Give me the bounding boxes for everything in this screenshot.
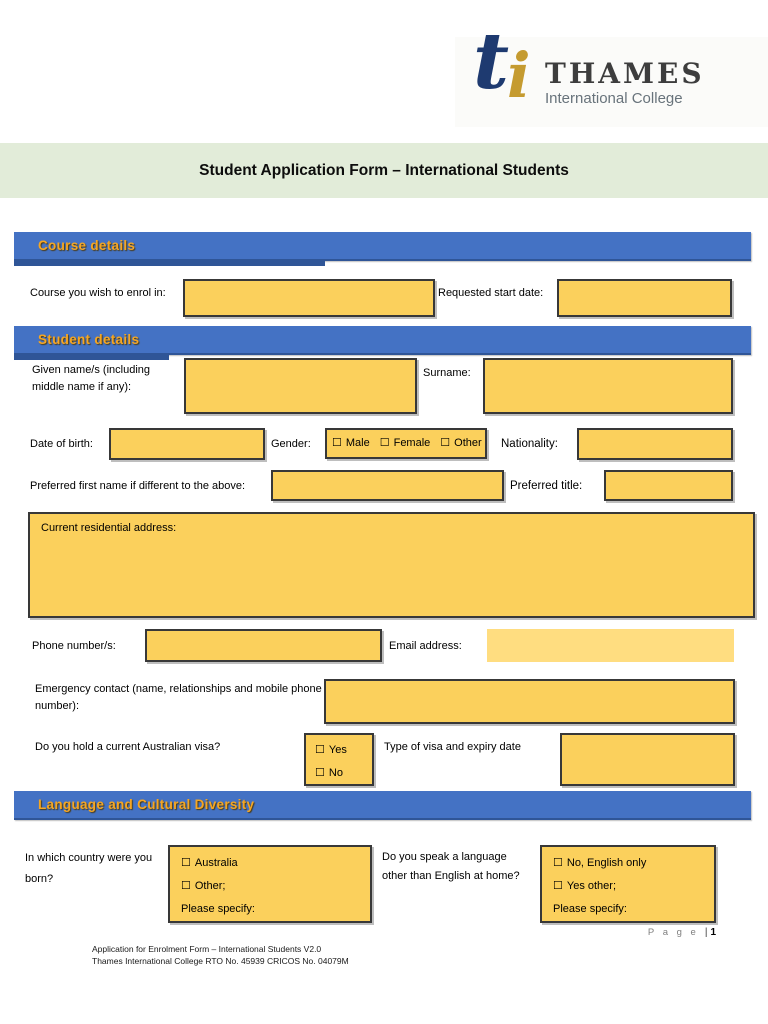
section-label: Language and Cultural Diversity (38, 797, 255, 812)
gender-option-label: Other (454, 437, 482, 449)
pref-title-input[interactable] (604, 470, 733, 501)
course-label: Course you wish to enrol in: (30, 287, 166, 299)
footer-text: Application for Enrolment Form – Interna… (92, 943, 349, 967)
gender-option-label: Male (345, 437, 370, 449)
section-header-course-details: Course details (14, 232, 751, 266)
given-name-input[interactable] (184, 358, 417, 414)
gender-option-label: Female (393, 437, 431, 449)
footer-line-1: Application for Enrolment Form – Interna… (92, 944, 322, 954)
visa-option-label: Yes (328, 744, 347, 756)
section-header-language-diversity: Language and Cultural Diversity (14, 791, 751, 820)
country-option-label: Australia (194, 857, 238, 869)
form-title: Student Application Form – International… (199, 162, 569, 179)
visa-type-input[interactable] (560, 733, 735, 786)
logo-text: THAMES International College (545, 57, 705, 107)
logo-college-name: THAMES (545, 57, 705, 90)
phone-label: Phone number/s: (32, 640, 116, 652)
visa-option: ☐No (315, 762, 363, 785)
surname-label: Surname: (423, 367, 471, 379)
checkbox-icon[interactable]: ☐ (181, 880, 191, 892)
language-options-box: ☐No, English only ☐Yes other; Please spe… (540, 845, 716, 923)
checkbox-icon[interactable]: ☐ (553, 880, 563, 892)
page-number: P a g e |1 (648, 927, 716, 938)
given-name-label: Given name/s (including middle name if a… (32, 364, 151, 393)
footer-line-2: Thames International College RTO No. 459… (92, 956, 349, 966)
section-header-shadow-tab (14, 261, 325, 266)
page-separator: | (704, 927, 708, 938)
dob-input[interactable] (109, 428, 265, 460)
checkbox-icon[interactable]: ☐ (315, 767, 325, 779)
phone-input[interactable] (145, 629, 382, 662)
start-date-label: Requested start date: (438, 287, 544, 299)
country-option: ☐Other; (181, 875, 359, 898)
pref-title-label: Preferred title: (510, 480, 583, 492)
course-input[interactable] (183, 279, 435, 317)
title-banner: Student Application Form – International… (0, 143, 768, 198)
emergency-label: Emergency contact (name, relationships a… (35, 683, 322, 712)
section-header-student-details: Student details (14, 326, 751, 360)
logo-monogram-i-icon: i (507, 39, 531, 112)
language-option: ☐No, English only (553, 852, 703, 875)
language-specify-label: Please specify: (553, 903, 627, 915)
start-date-input[interactable] (557, 279, 732, 317)
address-label: Current residential address: (41, 522, 177, 534)
visa-option: ☐Yes (315, 739, 363, 762)
logo-monogram-t-icon: t (473, 16, 510, 107)
visa-yes-no-box: ☐Yes ☐No (304, 733, 374, 786)
language-option-label: No, English only (566, 857, 647, 869)
checkbox-icon[interactable]: ☐ (440, 437, 451, 449)
nationality-input[interactable] (577, 428, 733, 460)
gender-option: ☐Other (440, 437, 481, 449)
country-option: ☐Australia (181, 852, 359, 875)
language-option-label: Yes other; (566, 880, 617, 892)
logo-college-subtitle: International College (545, 89, 683, 107)
pref-name-label: Preferred first name if different to the… (30, 480, 246, 492)
country-options-box: ☐Australia ☐Other; Please specify: (168, 845, 372, 923)
email-input[interactable] (487, 629, 734, 662)
checkbox-icon[interactable]: ☐ (379, 437, 390, 449)
language-option: ☐Yes other; (553, 875, 703, 898)
visa-question-label: Do you hold a current Australian visa? (35, 741, 221, 753)
gender-option: ☐Female (380, 437, 431, 449)
page-word: P a g e (647, 927, 699, 938)
country-question-label: In which country were you born? (25, 852, 153, 885)
checkbox-icon[interactable]: ☐ (553, 857, 563, 869)
checkbox-icon[interactable]: ☐ (332, 437, 342, 449)
country-option-label: Other; (194, 880, 226, 892)
surname-input[interactable] (483, 358, 733, 414)
checkbox-icon[interactable]: ☐ (315, 744, 325, 756)
visa-option-label: No (328, 767, 343, 779)
gender-label: Gender: (271, 438, 311, 450)
pref-name-input[interactable] (271, 470, 504, 501)
address-input[interactable]: Current residential address: (28, 512, 755, 618)
section-header-shadow-tab (14, 355, 169, 360)
section-label: Student details (38, 332, 140, 347)
country-specify-label: Please specify: (181, 903, 255, 915)
checkbox-icon[interactable]: ☐ (181, 857, 191, 869)
section-label: Course details (38, 238, 136, 253)
email-label: Email address: (389, 640, 462, 652)
page-number-value: 1 (710, 927, 716, 938)
nationality-label: Nationality: (501, 438, 558, 450)
gender-option: ☐Male (332, 437, 370, 449)
dob-label: Date of birth: (30, 438, 93, 450)
emergency-input[interactable] (324, 679, 735, 724)
gender-options-box: ☐Male☐Female☐Other (325, 428, 487, 459)
visa-type-label: Type of visa and expiry date (384, 741, 521, 753)
college-logo: t i THAMES International College (455, 23, 768, 127)
language-question-label: Do you speak a language other than Engli… (382, 851, 520, 882)
